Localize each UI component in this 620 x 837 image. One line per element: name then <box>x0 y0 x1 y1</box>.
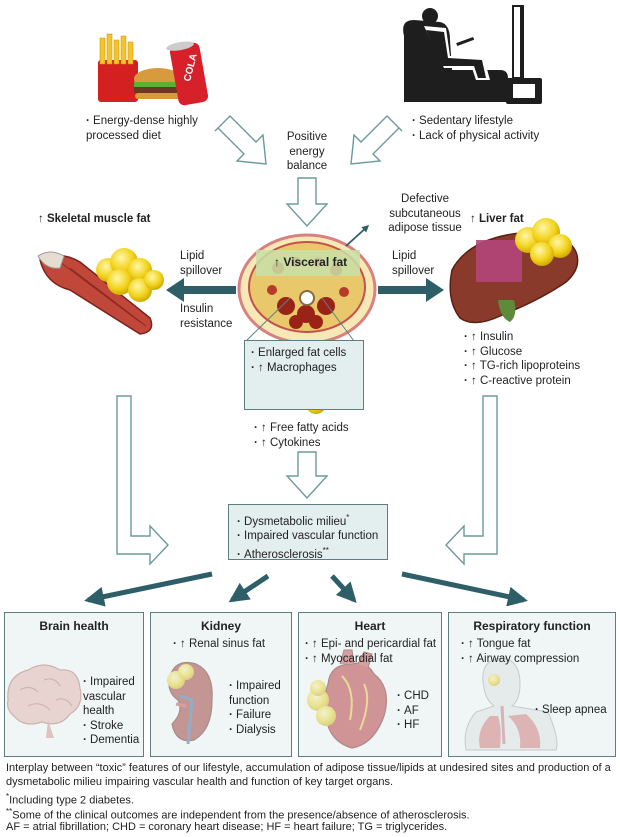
footnote-2: **Some of the clinical outcomes are inde… <box>6 807 470 822</box>
heart-outcome-item: AF <box>397 704 429 719</box>
kidney-fat-item: ↑ Renal sinus fat <box>173 637 265 652</box>
panel-title: Heart <box>354 619 386 633</box>
kidney-outcome-item: Failure <box>229 708 289 723</box>
visceral-fat-label: ↑ Visceral fat <box>274 255 348 269</box>
sedentary-list: Sedentary lifestyle Lack of physical act… <box>412 114 539 143</box>
respiratory-fat-item: ↑ Airway compression <box>461 652 579 667</box>
abdomen-cross-section <box>237 233 377 345</box>
sedentary-item: Sedentary lifestyle <box>412 114 539 129</box>
panel-title: Brain health <box>39 619 109 633</box>
left-l-arrow <box>116 395 169 566</box>
liver-effects-list: ↑ Insulin ↑ Glucose ↑ TG-rich lipoprotei… <box>464 330 580 388</box>
kidney-outcome-item: Impaired function <box>229 679 289 708</box>
fat-cells-box: Enlarged fat cells ↑ Macrophages <box>244 340 364 410</box>
milieu-item: Impaired vascular function <box>237 529 378 544</box>
sedentary-person-illustration <box>403 5 542 104</box>
respiratory-panel: Respiratory function ↑ Tongue fat ↑ Airw… <box>448 612 616 757</box>
balance-down-arrow <box>285 177 329 228</box>
heart-fat-item: ↑ Epi- and pericardial fat <box>305 637 436 652</box>
release-down-arrow <box>285 451 329 500</box>
milieu-item: Dysmetabolic milieu* <box>237 511 378 529</box>
diet-list: Energy-dense highly processed diet <box>86 114 218 143</box>
respiratory-outcome-item: Sleep apnea <box>535 703 607 718</box>
brain-outcome-item: Impaired vascular health <box>83 675 143 719</box>
outcome-arrows <box>84 571 528 607</box>
diet-arrow <box>214 115 267 165</box>
fat-cells-item: ↑ Macrophages <box>251 361 346 376</box>
kidney-panel: Kidney ↑ Renal sinus fat Impaired functi… <box>150 612 292 757</box>
fast-food-illustration <box>98 33 209 106</box>
heart-outcome-item: CHD <box>397 689 429 704</box>
right-l-arrow <box>445 395 498 566</box>
heart-fat-item: ↑ Myocardial fat <box>305 652 436 667</box>
liver-effect-item: ↑ C-reactive protein <box>464 374 580 389</box>
panel-title: Respiratory function <box>473 619 591 633</box>
release-item: ↑ Cytokines <box>254 436 349 451</box>
liver-effect-item: ↑ TG-rich lipoproteins <box>464 359 580 374</box>
kidney-outcome-item: Dialysis <box>229 723 289 738</box>
liver-effect-item: ↑ Insulin <box>464 330 580 345</box>
liver-fat-title: ↑ Liver fat <box>470 213 524 225</box>
abbreviations: AF = atrial fibrillation; CHD = coronary… <box>6 821 448 833</box>
milieu-item: Atherosclerosis** <box>237 544 378 562</box>
liver-illustration <box>449 218 579 324</box>
diet-item: Energy-dense highly processed diet <box>86 114 218 143</box>
lipid-spillover-left-label: Lipid spillover <box>180 250 223 277</box>
lipid-spillover-right-label: Lipid spillover <box>392 250 435 277</box>
heart-outcome-item: HF <box>397 718 429 733</box>
subcutaneous-arrow <box>345 225 370 247</box>
insulin-resistance-label: Insulin resistance <box>180 303 233 330</box>
respiratory-fat-item: ↑ Tongue fat <box>461 637 579 652</box>
dysmetabolic-milieu-box: Dysmetabolic milieu* Impaired vascular f… <box>228 504 388 562</box>
brain-health-panel: Brain health Impaired vascular health St… <box>4 612 144 757</box>
heart-panel: Heart ↑ Epi- and pericardial fat ↑ Myoca… <box>298 612 442 757</box>
panel-title: Kidney <box>200 619 241 633</box>
brain-outcome-item: Dementia <box>83 733 143 748</box>
lipid-spillover-right-arrow <box>378 278 444 302</box>
sedentary-arrow <box>350 115 403 165</box>
skeletal-muscle-illustration <box>37 248 164 335</box>
release-list: ↑ Free fatty acids ↑ Cytokines <box>254 421 349 450</box>
figure-caption: Interplay between “toxic” features of ou… <box>6 762 611 788</box>
sedentary-item: Lack of physical activity <box>412 129 539 144</box>
lipid-spillover-left-arrow <box>166 278 236 302</box>
skeletal-muscle-title: ↑ Skeletal muscle fat <box>38 213 151 225</box>
liver-effect-item: ↑ Glucose <box>464 345 580 360</box>
footnote-1: *Including type 2 diabetes. <box>6 792 134 807</box>
release-item: ↑ Free fatty acids <box>254 421 349 436</box>
energy-balance-label: Positive energy balance <box>286 131 328 172</box>
fat-cells-item: Enlarged fat cells <box>251 346 346 361</box>
subcutaneous-label: Defective subcutaneous adipose tissue <box>388 193 462 234</box>
brain-outcome-item: Stroke <box>83 719 143 734</box>
